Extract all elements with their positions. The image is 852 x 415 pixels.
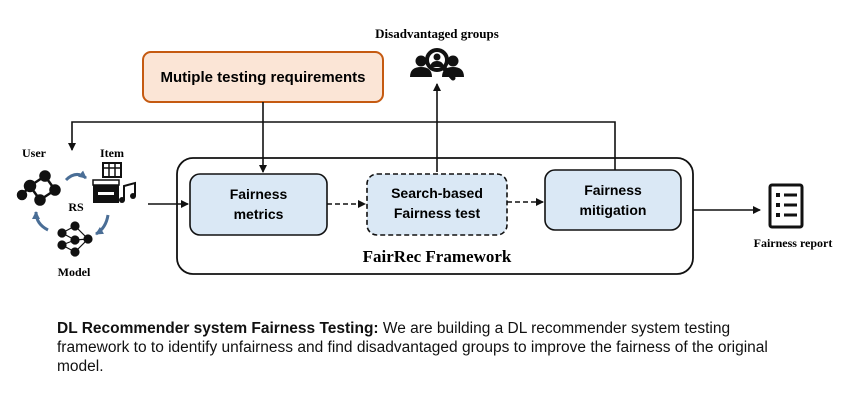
requirements-label: Mutiple testing requirements xyxy=(160,69,365,86)
report-label: Fairness report xyxy=(754,236,833,250)
rs-label: RS xyxy=(68,200,84,214)
model-network-icon xyxy=(57,221,93,257)
metrics-label-line2: metrics xyxy=(234,206,284,222)
search-label-line2: Fairness test xyxy=(394,205,481,221)
fairness-metrics-box xyxy=(189,173,328,236)
metrics-label-line1: Fairness xyxy=(230,186,288,202)
fairrec-diagram: Disadvantaged groups Mutiple testing req… xyxy=(16,26,833,279)
rs-cycle-arrows xyxy=(32,170,110,236)
caption-paragraph: DL Recommender system Fairness Testing: … xyxy=(57,319,777,376)
mitigation-label-line2: mitigation xyxy=(580,202,647,218)
search-based-test-box xyxy=(366,173,508,236)
user-label: User xyxy=(22,146,47,160)
caption-title: DL Recommender system Fairness Testing: xyxy=(57,320,379,337)
disadvantaged-groups-label: Disadvantaged groups xyxy=(375,26,499,41)
feedback-loop-arrow xyxy=(68,121,616,170)
framework-label: FairRec Framework xyxy=(363,247,512,266)
fairrec-framework-container xyxy=(176,157,694,275)
item-label: Item xyxy=(100,146,124,160)
user-network-icon xyxy=(16,170,61,206)
caption-body: We are building a DL recommender system … xyxy=(57,320,768,375)
fairness-mitigation-box xyxy=(544,169,682,231)
disadvantaged-groups-icon xyxy=(410,48,464,81)
mitigation-label-line1: Fairness xyxy=(584,182,642,198)
model-label: Model xyxy=(58,265,91,279)
item-media-icon xyxy=(92,162,136,203)
report-icon xyxy=(768,183,804,229)
search-label-line1: Search-based xyxy=(391,185,483,201)
